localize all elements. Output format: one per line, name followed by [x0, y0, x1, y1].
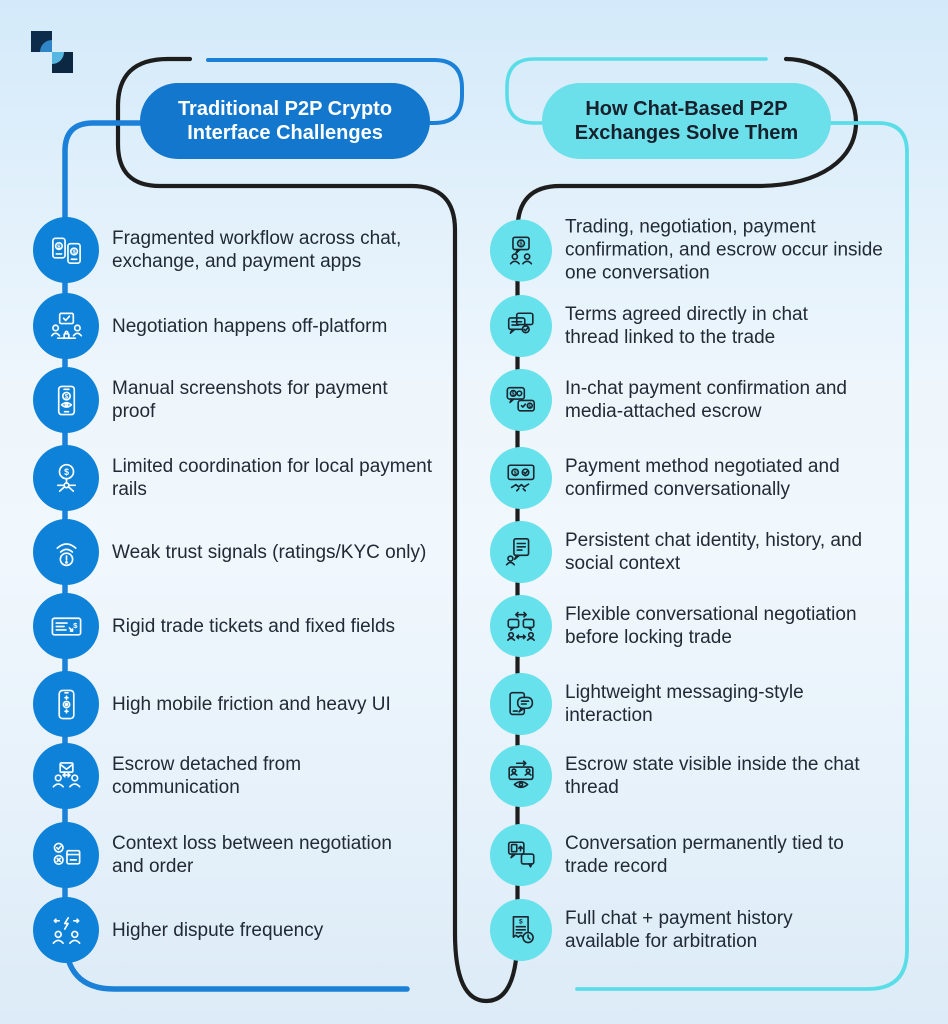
solution-item: Terms agreed directly in chat thread lin… [490, 295, 865, 357]
challenge-item: Escrow detached from communication [33, 743, 352, 809]
solution-text: Persistent chat identity, history, and s… [565, 530, 863, 574]
solution-item: $ Trading, negotiation, payment confirma… [490, 216, 885, 285]
people-conflict-icon [33, 897, 99, 963]
challenge-text: Rigid trade tickets and fixed fields [112, 615, 396, 637]
solution-text: Full chat + payment history available fo… [565, 908, 793, 952]
svg-text:$: $ [64, 393, 68, 400]
challenge-text: Fragmented workflow across chat, exchang… [112, 228, 402, 272]
mobile-controls-icon [33, 671, 99, 737]
solution-text: Terms agreed directly in chat thread lin… [565, 304, 808, 348]
solution-text: Lightweight messaging-style interaction [565, 682, 804, 726]
two-phones-payment-icon: $$ [33, 217, 99, 283]
solution-text: Trading, negotiation, payment confirmati… [565, 216, 883, 284]
escrow-people-message-icon [33, 743, 99, 809]
checklist-package-icon [33, 822, 99, 888]
svg-text:$: $ [73, 620, 78, 629]
logo-square-bottom [52, 52, 73, 73]
chat-terms-check-icon [490, 295, 552, 357]
challenge-text: Manual screenshots for payment proof [112, 378, 388, 422]
challenge-item: $ Limited coordination for local payment… [33, 445, 442, 511]
challenge-item: $ Rigid trade tickets and fixed fields [33, 593, 395, 659]
challenge-text: Limited coordination for local payment r… [112, 456, 433, 500]
challenge-text: Context loss between negotiation and ord… [112, 833, 392, 877]
left-header-title: Traditional P2P Crypto Interface Challen… [177, 97, 393, 144]
solution-item: Persistent chat identity, history, and s… [490, 521, 890, 583]
right-header-title: How Chat-Based P2P Exchanges Solve Them [574, 97, 799, 144]
solution-text: Payment method negotiated and confirmed … [565, 456, 840, 500]
logo-square-top [31, 31, 52, 52]
challenge-item: $$ Fragmented workflow across chat, exch… [33, 217, 464, 283]
meeting-agreement-icon [33, 293, 99, 359]
card-chat-bubble-icon [490, 673, 552, 735]
solution-text: Flexible conversational negotiation befo… [565, 604, 857, 648]
challenge-item: Context loss between negotiation and ord… [33, 822, 422, 888]
trade-ticket-icon: $ [33, 593, 99, 659]
challenge-item: Higher dispute frequency [33, 897, 323, 963]
weak-signal-warning-icon [33, 519, 99, 585]
blue-header-loop-line [206, 58, 464, 125]
svg-text:$: $ [72, 249, 76, 255]
solution-text: Conversation permanently tied to trade r… [565, 833, 844, 877]
solution-item: $$ In-chat payment confirmation and medi… [490, 369, 850, 431]
chat-document-person-icon [490, 521, 552, 583]
solution-item: Conversation permanently tied to trade r… [490, 824, 875, 886]
svg-text:$: $ [528, 404, 531, 410]
challenge-item: $ Manual screenshots for payment proof [33, 367, 412, 433]
challenge-item: Negotiation happens off-platform [33, 293, 387, 359]
right-header-pill: How Chat-Based P2P Exchanges Solve Them [542, 83, 831, 159]
escrow-visibility-icon [490, 745, 552, 807]
svg-text:$: $ [57, 244, 61, 250]
challenge-text: Higher dispute frequency [112, 919, 324, 941]
black-connector-line [115, 56, 859, 1004]
svg-text:$: $ [519, 241, 523, 247]
challenge-text: Escrow detached from communication [112, 754, 302, 798]
solution-item: $ Full chat + payment history available … [490, 899, 845, 961]
solution-item: Lightweight messaging-style interaction [490, 673, 855, 735]
phone-payment-proof-icon: $ [33, 367, 99, 433]
screen-handshake-icon: $ [490, 447, 552, 509]
solution-item: Escrow state visible inside the chat thr… [490, 745, 910, 807]
challenge-text: Weak trust signals (ratings/KYC only) [112, 541, 427, 563]
svg-text:$: $ [512, 391, 515, 397]
solution-item: $ Payment method negotiated and confirme… [490, 447, 895, 509]
challenge-text: High mobile friction and heavy UI [112, 693, 391, 715]
solution-text: Escrow state visible inside the chat thr… [565, 754, 860, 798]
bubbles-exchange-people-icon [490, 595, 552, 657]
svg-text:$: $ [519, 918, 523, 925]
solution-item: Flexible conversational negotiation befo… [490, 595, 910, 657]
chat-payment-people-icon: $ [490, 219, 552, 281]
chat-record-upload-icon [490, 824, 552, 886]
left-header-pill: Traditional P2P Crypto Interface Challen… [140, 83, 430, 159]
challenge-item: Weak trust signals (ratings/KYC only) [33, 519, 426, 585]
svg-text:$: $ [64, 466, 69, 476]
brand-logo [31, 31, 73, 73]
receipt-clock-icon: $ [490, 899, 552, 961]
svg-text:$: $ [514, 471, 518, 477]
payment-network-icon: $ [33, 445, 99, 511]
solution-text: In-chat payment confirmation and media-a… [565, 378, 847, 422]
challenge-item: High mobile friction and heavy UI [33, 671, 391, 737]
challenge-text: Negotiation happens off-platform [112, 315, 388, 337]
cyan-rail-line [575, 121, 909, 991]
cyan-header-loop-line [505, 57, 768, 125]
chat-payment-bubbles-icon: $$ [490, 369, 552, 431]
